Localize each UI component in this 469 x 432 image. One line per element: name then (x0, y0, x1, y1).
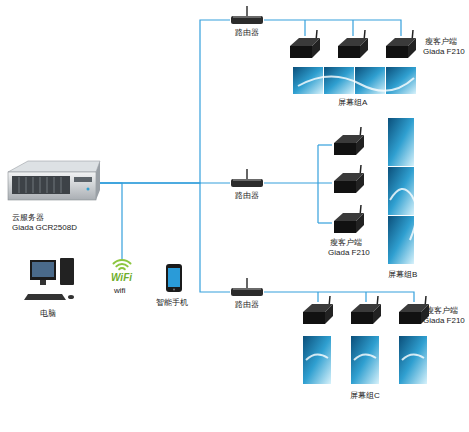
smartphone: 智能手机 (162, 262, 186, 294)
router-icon (231, 169, 263, 187)
network-cable (264, 292, 414, 302)
network-cable (264, 20, 401, 36)
network-cable (100, 183, 230, 292)
phone-button (173, 289, 175, 291)
logo-text: WiFi (111, 272, 132, 283)
server-led (87, 188, 90, 191)
thin-client-icon (338, 30, 368, 58)
screen-wave (402, 354, 424, 360)
drive-bay (47, 177, 48, 193)
mouse (68, 295, 74, 299)
thin-client-icon (334, 205, 364, 233)
screen-wave (306, 354, 328, 360)
thin-client-group: 瘦客户端Giada F210 (290, 36, 418, 60)
thin-client-icon (290, 30, 320, 58)
pc-tower (60, 258, 74, 285)
screen-wave (298, 76, 414, 90)
cloud-server: 云服务器Giada GCR2508D (5, 160, 100, 210)
router-icon (231, 278, 263, 296)
thin-client-group: 瘦客户端Giada F210 (303, 302, 431, 326)
drive-bay (33, 177, 34, 193)
drop-wire (304, 20, 305, 36)
server-top (8, 161, 100, 172)
wifi-arc (114, 260, 131, 264)
node-label: 屏幕组B (388, 270, 417, 280)
screen-panel (351, 336, 379, 384)
drive-bay (54, 177, 55, 193)
model-label: Giada GCR2508D (12, 223, 77, 233)
node-label: 路由器 (235, 28, 259, 38)
screen-panel (303, 336, 331, 384)
server-bays (12, 176, 70, 194)
drop-wire (318, 222, 332, 223)
router-icon (231, 6, 263, 24)
wifi-arc (116, 264, 127, 266)
server-panel (74, 177, 92, 182)
node-label: 瘦客户端 (425, 37, 457, 47)
node-label: 瘦客户端 (426, 306, 458, 316)
phone-body (166, 264, 182, 292)
bus-wire (317, 145, 318, 223)
server-front (8, 172, 96, 200)
screen-group: 屏幕组B (388, 118, 414, 266)
phone-screen (168, 268, 180, 287)
screen-wave (390, 189, 417, 240)
computer: 电脑 (28, 258, 78, 302)
node-label: 屏幕组C (350, 391, 380, 401)
node-label: 电脑 (40, 309, 56, 319)
screen-group: 屏幕组C (303, 336, 429, 386)
screen-wave (354, 354, 376, 360)
node-label: 智能手机 (156, 298, 188, 308)
thin-client-icon (334, 165, 364, 193)
thin-client-icon (334, 127, 364, 155)
keyboard (24, 294, 66, 300)
thin-client-icon (303, 296, 333, 324)
thin-client-group: 瘦客户端Giada F210 (332, 133, 366, 235)
network-cable (100, 20, 230, 183)
drop-wire (318, 144, 332, 145)
model-label: Giada F210 (423, 47, 465, 57)
drop-wire (317, 292, 318, 302)
network-cable (264, 182, 332, 183)
node-label: wifi (114, 286, 126, 296)
monitor-stand (40, 280, 46, 285)
node-label: 屏幕组A (338, 98, 367, 108)
network-cable (100, 183, 122, 259)
thin-client-icon (386, 30, 416, 58)
screen-group: 屏幕组A (293, 67, 417, 94)
router: 路由器 (230, 278, 264, 298)
drive-bay (61, 177, 62, 193)
screen-panel (399, 336, 427, 384)
screen-panel (388, 118, 414, 166)
monitor-screen (32, 262, 54, 277)
drive-bay (19, 177, 20, 193)
screen-panel (388, 167, 414, 215)
router: 路由器 (230, 6, 264, 26)
thin-client-icon (351, 296, 381, 324)
model-label: Giada F210 (423, 316, 465, 326)
monitor (30, 260, 56, 280)
model-label: Giada F210 (328, 248, 370, 258)
node-label: 路由器 (235, 300, 259, 310)
wifi-arc (119, 268, 125, 269)
node-label: 云服务器 (12, 213, 44, 223)
node-label: 路由器 (235, 191, 259, 201)
server-side (96, 161, 100, 200)
drop-wire (352, 20, 353, 36)
router: 路由器 (230, 169, 264, 189)
node-label: 瘦客户端 (330, 238, 362, 248)
drop-wire (365, 292, 366, 302)
drive-bay (40, 177, 41, 193)
drive-bay (26, 177, 27, 193)
